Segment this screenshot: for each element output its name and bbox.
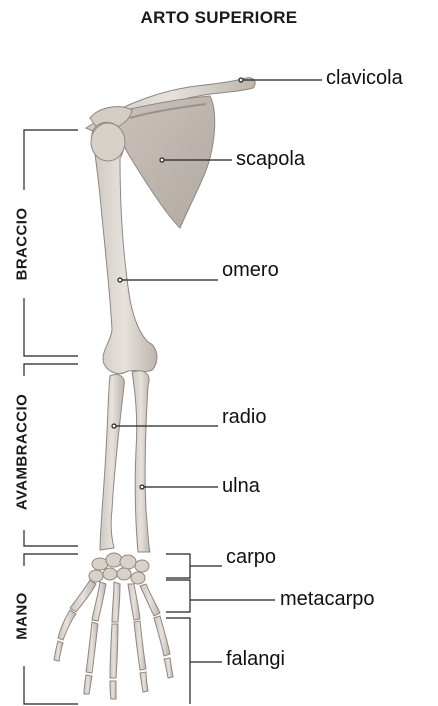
ulna-bone bbox=[132, 371, 150, 552]
label-metacarpo: metacarpo bbox=[280, 588, 375, 611]
region-mano: MANO bbox=[14, 592, 31, 639]
label-ulna: ulna bbox=[222, 475, 260, 498]
label-carpo: carpo bbox=[226, 546, 276, 569]
label-scapola: scapola bbox=[236, 148, 305, 171]
label-radio: radio bbox=[222, 406, 266, 429]
label-falangi: falangi bbox=[226, 648, 285, 671]
label-omero: omero bbox=[222, 259, 279, 282]
phalanx-bones bbox=[54, 610, 173, 699]
carpal-bones bbox=[89, 553, 149, 584]
region-braccio: BRACCIO bbox=[14, 208, 31, 281]
region-avambraccio: AVAMBRACCIO bbox=[14, 394, 31, 510]
metacarpal-bones bbox=[70, 580, 160, 622]
label-clavicola: clavicola bbox=[326, 67, 403, 90]
scapula-bone bbox=[118, 96, 215, 228]
radius-bone bbox=[100, 374, 124, 550]
